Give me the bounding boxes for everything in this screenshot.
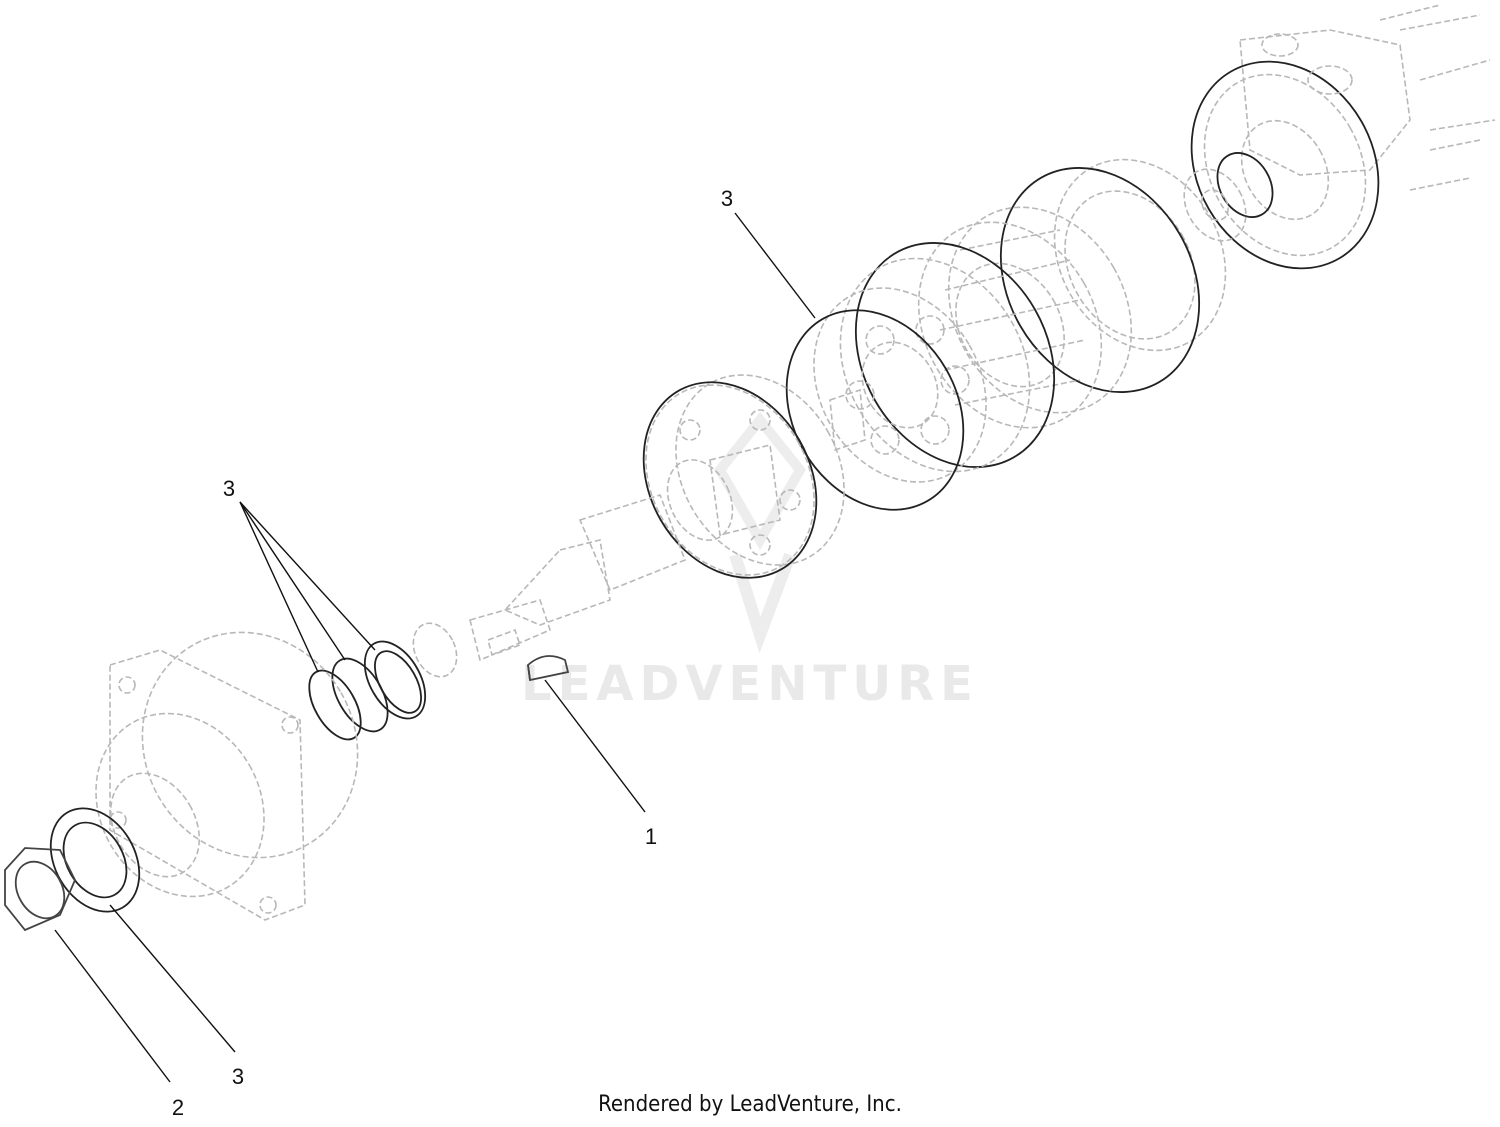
wear-plate bbox=[813, 257, 1031, 483]
footer-credit: Rendered by LeadVenture, Inc. bbox=[598, 1092, 902, 1117]
callout-label-3-left: 3 bbox=[223, 476, 235, 501]
mounting-flange-housing bbox=[95, 631, 359, 921]
large-o-ring bbox=[785, 309, 965, 511]
output-shaft bbox=[412, 388, 866, 678]
callout-label-1: 1 bbox=[645, 824, 657, 849]
callout-label-3-top: 3 bbox=[721, 186, 733, 211]
callout-label-2: 2 bbox=[172, 1095, 184, 1120]
end-cap-housing bbox=[1190, 4, 1496, 270]
woodruff-key bbox=[527, 655, 570, 682]
drive-link-seal bbox=[1183, 152, 1274, 242]
watermark-text: LEADVENTURE bbox=[521, 656, 979, 712]
watermark: LEADVENTURE bbox=[521, 411, 979, 712]
shaft-seal-rings bbox=[308, 640, 427, 741]
gerotor-set bbox=[854, 206, 1133, 468]
bearing-plate bbox=[642, 374, 845, 579]
hex-nut bbox=[4, 847, 76, 932]
dust-seal-washer bbox=[49, 807, 141, 913]
leader-lines bbox=[54, 212, 816, 1083]
callout-label-3-bottom: 3 bbox=[232, 1064, 244, 1089]
